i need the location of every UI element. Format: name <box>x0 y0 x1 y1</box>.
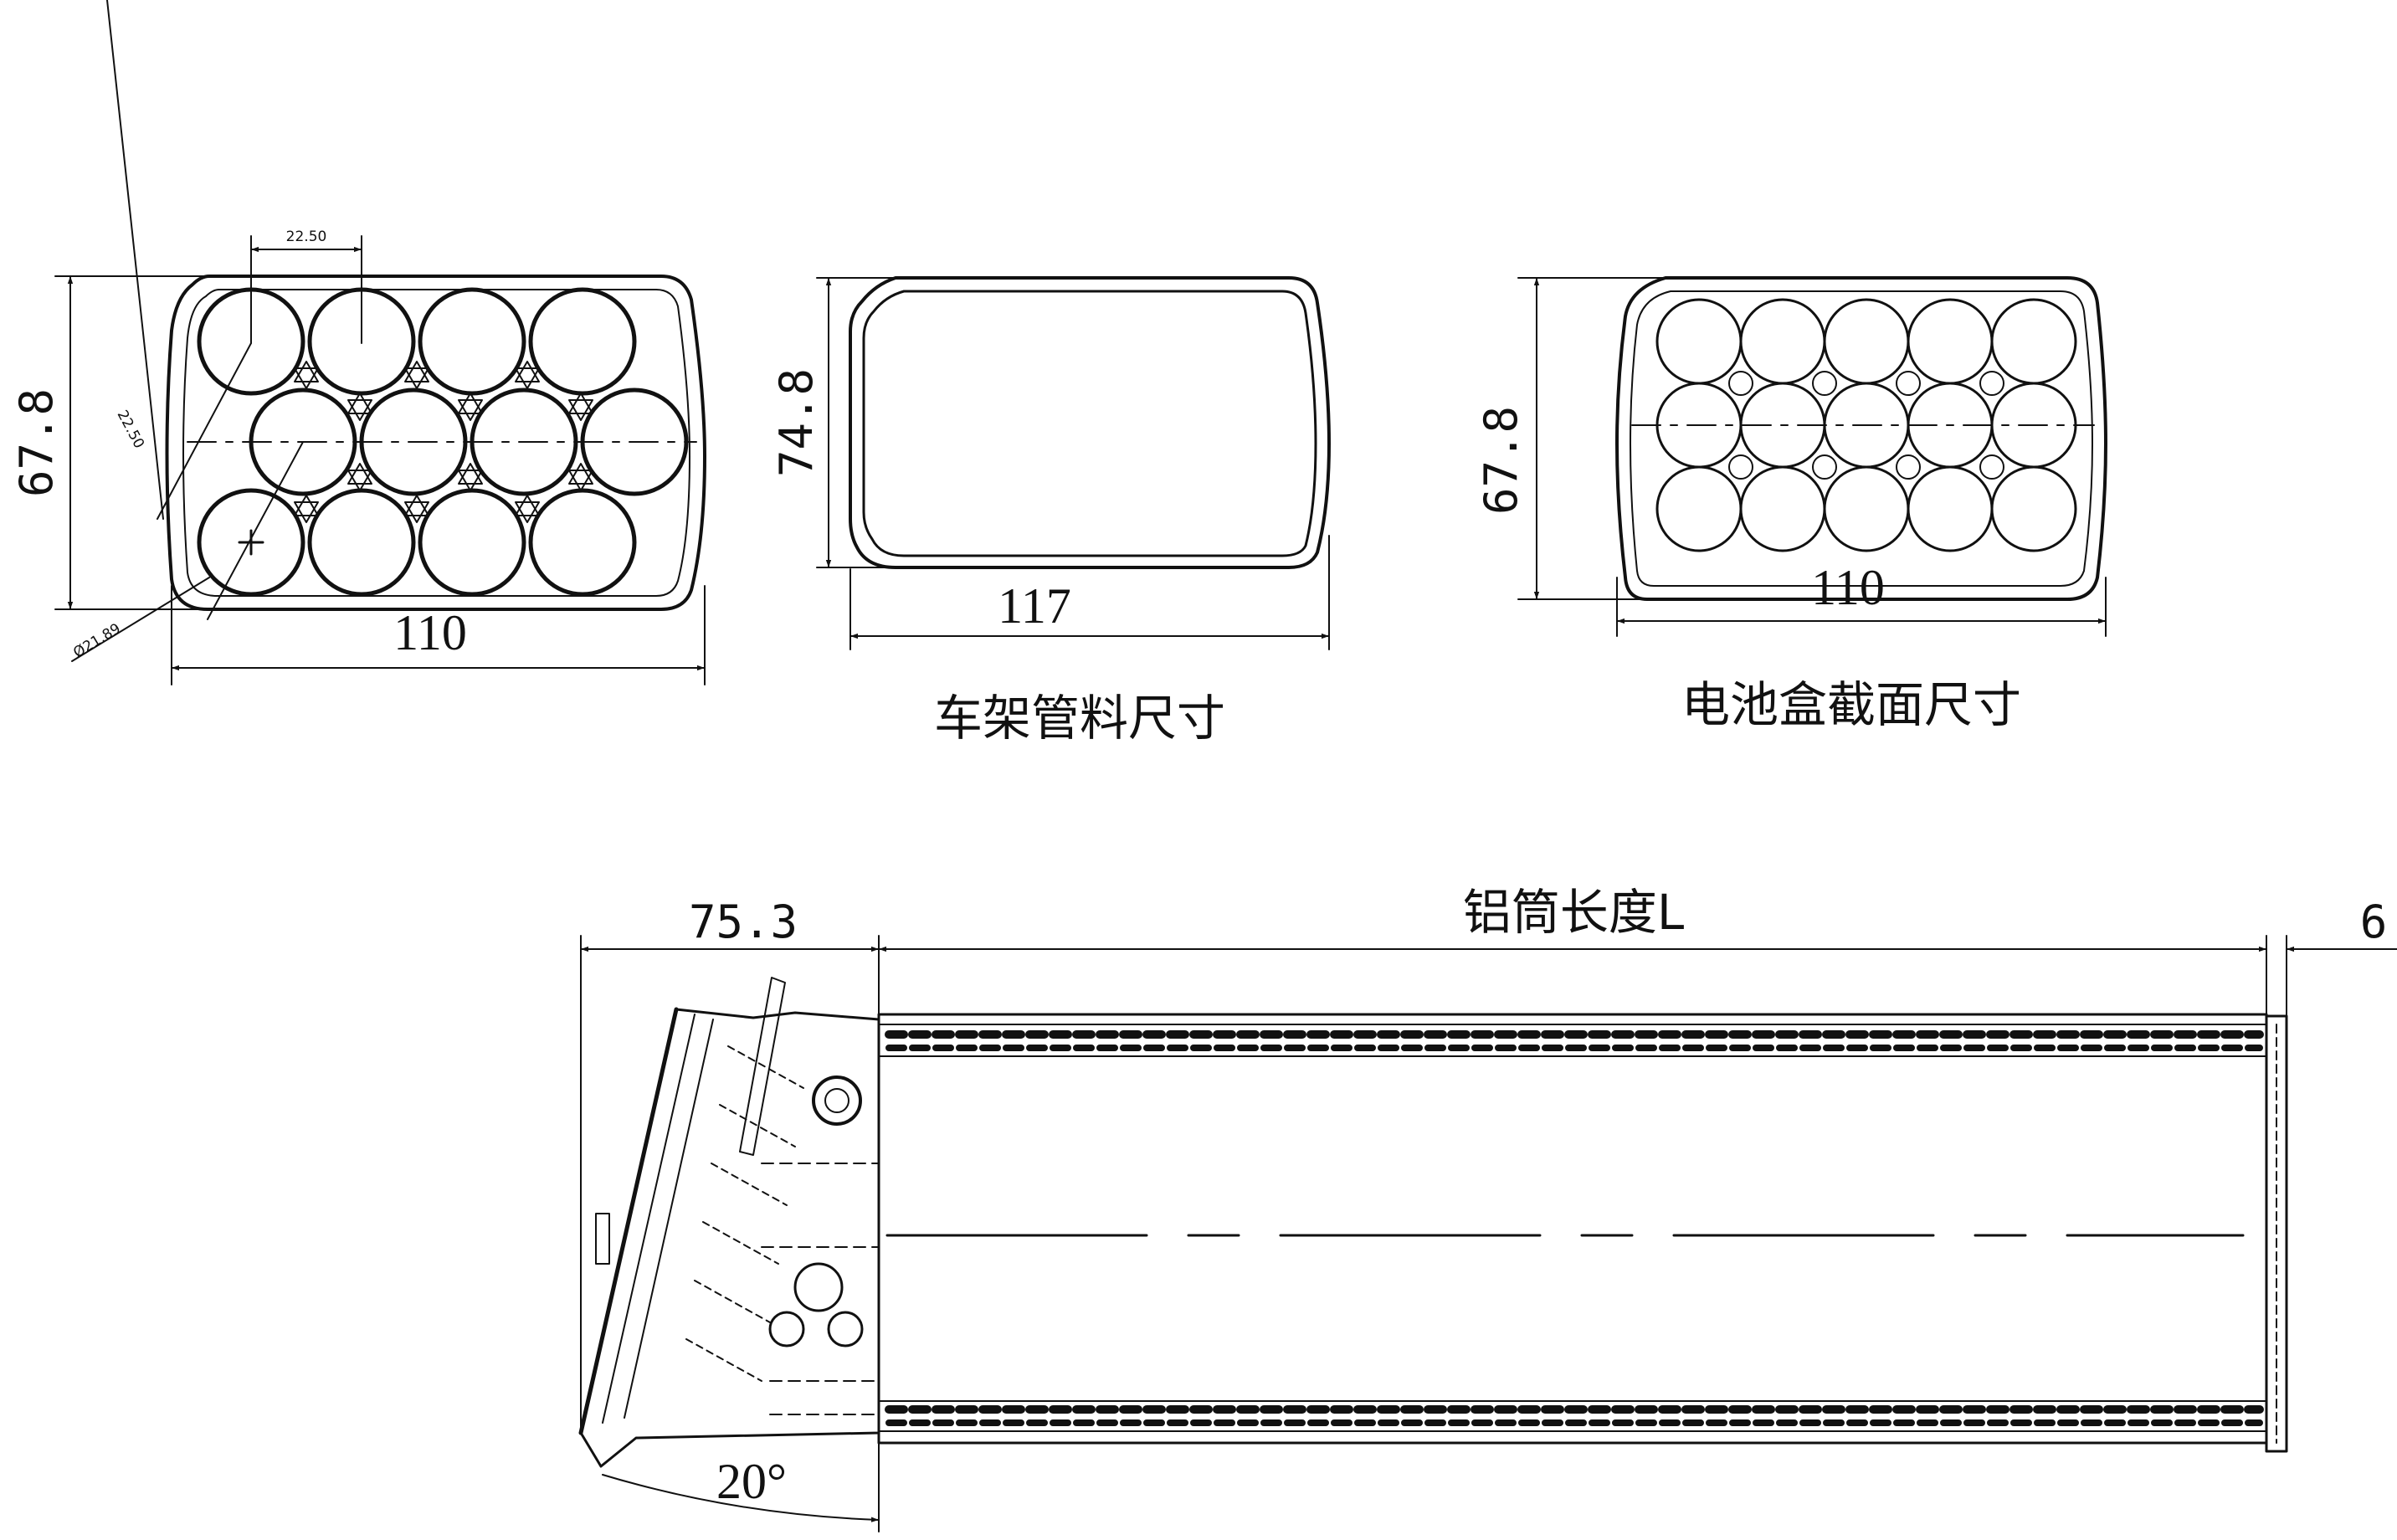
middle-dim-width: 117 <box>998 578 1071 634</box>
end-cap-connector <box>812 1075 862 1126</box>
frame-tube-section <box>849 276 1331 569</box>
tube-inner <box>862 290 1317 557</box>
cell <box>1739 298 1826 385</box>
end-cap-bracket <box>595 1213 610 1265</box>
cell <box>528 287 637 396</box>
cell <box>1990 465 2077 552</box>
cell <box>1823 465 1910 552</box>
cell <box>1990 298 2077 385</box>
cell <box>1907 465 1994 552</box>
box-spacer-nodes <box>1728 371 2004 480</box>
bottom-dimensions <box>580 935 2397 1532</box>
left-cross-section <box>165 275 706 611</box>
tube-side-view <box>578 977 2288 1468</box>
left-dim-pitch-top: 22.50 <box>286 228 327 245</box>
right-dimensions <box>1517 277 2107 637</box>
cell <box>418 287 526 396</box>
cell <box>1739 465 1826 552</box>
end-cap-hidden-lines <box>761 1163 880 1415</box>
left-spacer-stars <box>294 361 593 523</box>
cell <box>1823 298 1910 385</box>
left-dimensions <box>54 0 706 685</box>
cell <box>197 488 305 597</box>
left-housing-outline <box>165 275 706 611</box>
end-cap-terminal <box>768 1311 805 1348</box>
tube-body <box>877 1013 2268 1445</box>
cell <box>1907 298 1994 385</box>
end-cap-face <box>578 1007 679 1435</box>
cell <box>307 488 416 597</box>
left-dim-width: 110 <box>393 605 467 660</box>
cell <box>1655 298 1743 385</box>
bottom-dim-angle: 20° <box>716 1454 787 1509</box>
end-cap-connector-inner <box>824 1088 849 1113</box>
right-dim-height: 67.8 <box>1475 406 1527 515</box>
left-dim-cell-diameter: Ø21.89 <box>70 620 123 661</box>
end-cap-terminal <box>793 1262 844 1312</box>
cell <box>528 488 637 597</box>
middle-dim-height: 74.8 <box>770 368 823 477</box>
end-cap-face-inner <box>602 1014 714 1424</box>
cell <box>1655 465 1743 552</box>
box-inner <box>1630 290 2093 587</box>
end-cap-detail <box>685 1045 804 1382</box>
left-dim-pitch-diag: 22.50 <box>114 408 148 451</box>
end-cap-terminal <box>827 1311 864 1348</box>
left-cell-row-top <box>197 287 637 396</box>
end-cap-tab <box>739 977 786 1156</box>
bottom-dim-end: 6 <box>2360 896 2388 948</box>
bottom-dim-endcap: 75.3 <box>689 896 798 948</box>
right-dim-width: 110 <box>1811 560 1885 615</box>
bottom-dim-tube-length: 铝筒长度L <box>1463 884 1684 941</box>
far-end-cap <box>2265 1014 2288 1453</box>
box-outer <box>1615 276 2107 601</box>
left-cell-row-bottom <box>197 488 637 597</box>
battery-box-section <box>1615 276 2107 601</box>
tube-outer <box>849 276 1331 569</box>
right-caption: 电池盒截面尺寸 <box>1681 676 2021 733</box>
middle-dimensions <box>816 277 1330 650</box>
left-dim-height: 67.8 <box>10 388 63 497</box>
left-housing-inner <box>182 289 690 597</box>
cell <box>418 488 526 597</box>
middle-caption: 车架管料尺寸 <box>934 690 1225 747</box>
plus-mark <box>238 529 264 556</box>
